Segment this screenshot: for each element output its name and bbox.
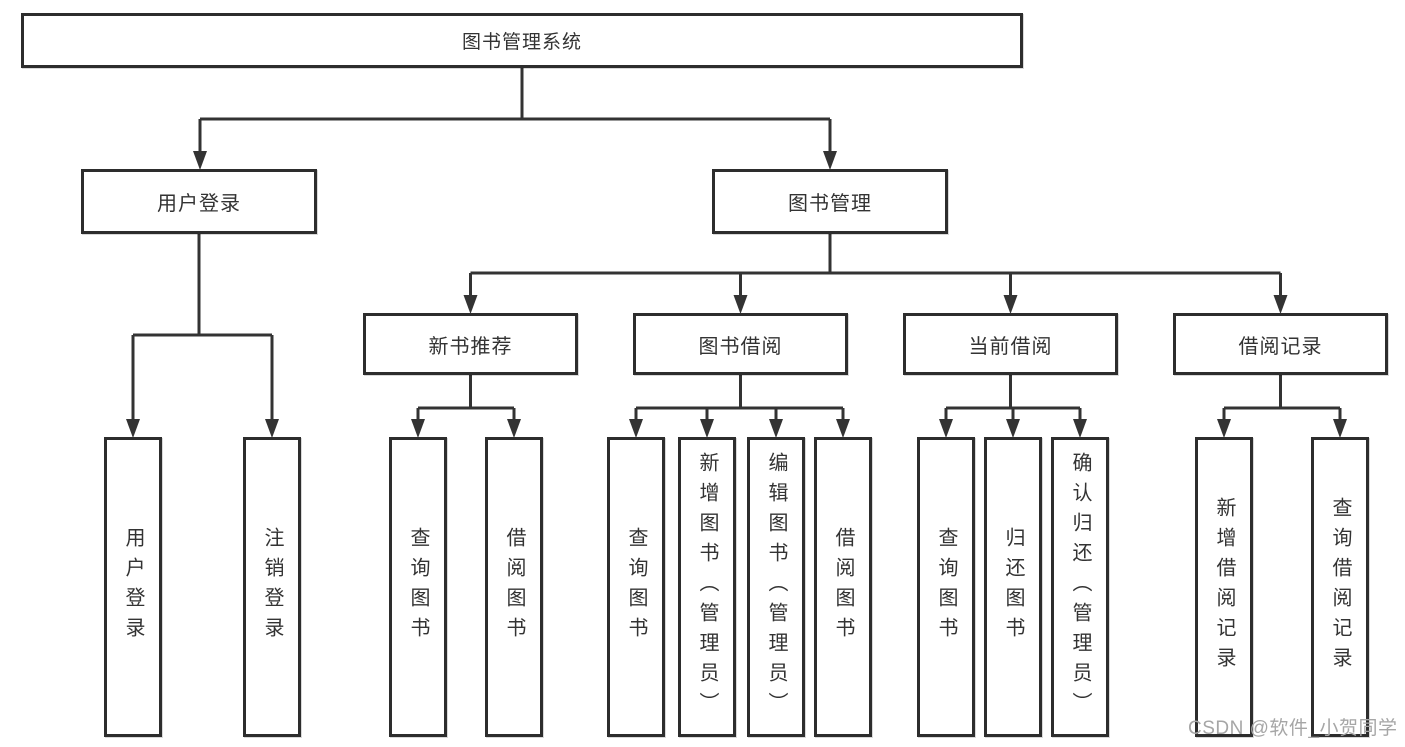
node-add-book-admin: 新增图书（管理员） xyxy=(678,437,736,737)
node-borrow-books-recommend: 借阅图书 xyxy=(485,437,543,737)
node-query-borrow-record: 查询借阅记录 xyxy=(1311,437,1369,737)
arrow-down-icon xyxy=(939,419,953,438)
node-new-book-recommend: 新书推荐 xyxy=(363,313,578,375)
node-query-books-borrowing: 查询图书 xyxy=(607,437,665,737)
csdn-watermark: CSDN @软件_小贺同学 xyxy=(1188,718,1398,739)
node-current-borrowing: 当前借阅 xyxy=(903,313,1118,375)
node-add-borrow-record: 新增借阅记录 xyxy=(1195,437,1253,737)
node-borrow-books-borrowing: 借阅图书 xyxy=(814,437,872,737)
node-query-books-current: 查询图书 xyxy=(917,437,975,737)
node-user-login: 用户登录 xyxy=(81,169,317,234)
node-logout-leaf: 注销登录 xyxy=(243,437,301,737)
arrow-down-icon xyxy=(836,419,850,438)
node-confirm-return-admin: 确认归还（管理员） xyxy=(1051,437,1109,737)
node-library-system: 图书管理系统 xyxy=(21,13,1023,68)
arrow-down-icon xyxy=(629,419,643,438)
node-user-login-leaf: 用户登录 xyxy=(104,437,162,737)
arrow-down-icon xyxy=(1273,295,1288,314)
node-return-book: 归还图书 xyxy=(984,437,1042,737)
arrow-down-icon xyxy=(823,151,837,170)
arrow-down-icon xyxy=(411,419,425,438)
node-book-management: 图书管理 xyxy=(712,169,948,234)
arrow-down-icon xyxy=(463,295,478,314)
node-borrow-records: 借阅记录 xyxy=(1173,313,1388,375)
node-edit-book-admin: 编辑图书（管理员） xyxy=(747,437,805,737)
arrow-down-icon xyxy=(733,295,748,314)
arrow-down-icon xyxy=(1217,419,1231,438)
node-query-books-recommend: 查询图书 xyxy=(389,437,447,737)
arrow-down-icon xyxy=(1003,295,1018,314)
arrow-down-icon xyxy=(1006,419,1020,438)
arrow-down-icon xyxy=(700,419,714,438)
node-book-borrowing: 图书借阅 xyxy=(633,313,848,375)
arrow-down-icon xyxy=(507,419,521,438)
arrow-down-icon xyxy=(769,419,783,438)
arrow-down-icon xyxy=(193,151,207,170)
arrow-down-icon xyxy=(1073,419,1087,438)
arrow-down-icon xyxy=(126,419,140,438)
connector-path xyxy=(131,68,1342,422)
arrow-down-icon xyxy=(1333,419,1347,438)
arrow-down-icon xyxy=(265,419,279,438)
